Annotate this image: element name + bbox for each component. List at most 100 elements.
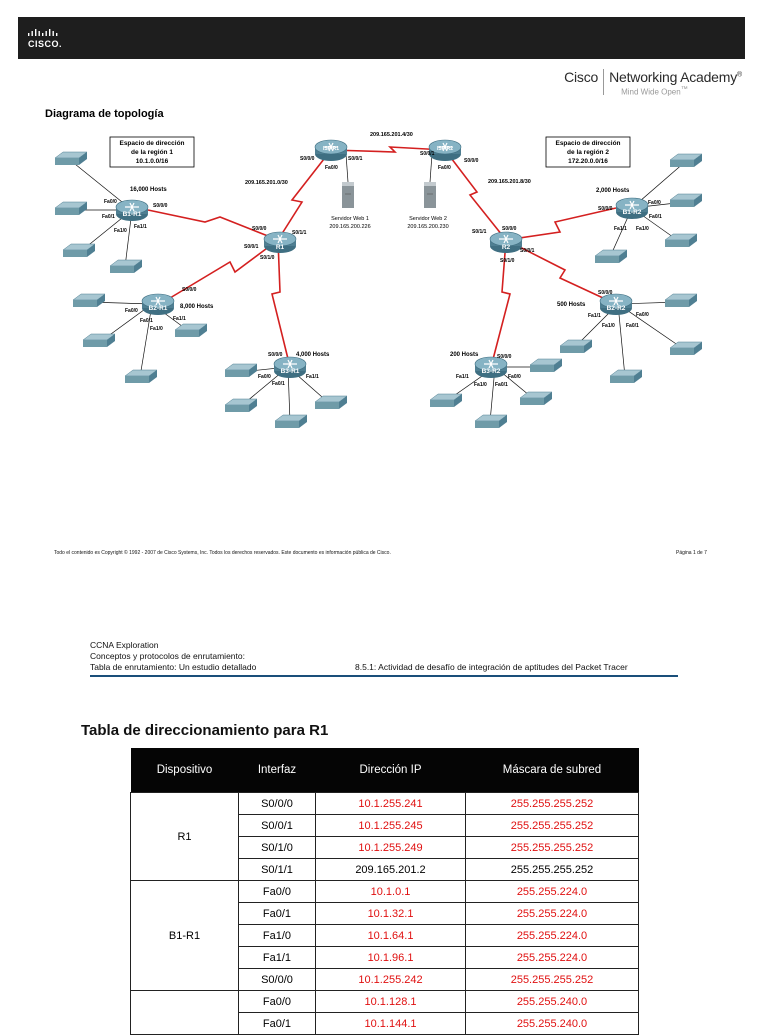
if-label: Fa1/0 — [150, 326, 163, 332]
brand-networking-academy: Networking Academy — [609, 69, 738, 85]
label-ispr1: ISP-R1 — [323, 146, 339, 152]
region1-line1: Espacio de dirección — [119, 140, 184, 147]
server-web2-icon — [423, 181, 437, 209]
label-b2r2: B2-R2 — [607, 305, 626, 312]
if-label: Fa0/0 — [648, 200, 661, 206]
if-label: S0/1/1 — [292, 230, 307, 236]
link-ispr1-ispr2 — [330, 146, 446, 153]
if-label: S0/0/0 — [497, 354, 512, 360]
hosts-b2r1: 8,000 Hosts — [180, 304, 214, 310]
server-web2-ip: 209.165.200.230 — [407, 224, 448, 230]
switch-icon — [429, 393, 463, 408]
link-b1r1-r1 — [147, 209, 279, 241]
if-label: Fa1/1 — [588, 313, 601, 319]
switch-icon — [594, 249, 628, 264]
table-row: S0/0/0 10.1.255.242 255.255.255.252 — [131, 968, 639, 991]
switch-icon — [224, 398, 258, 413]
server-web1-ip: 209.165.200.226 — [329, 224, 370, 230]
col-mask: Máscara de subred — [465, 748, 639, 793]
iface-cell: S0/1/1 — [238, 858, 316, 881]
region1-line2: de la región 1 — [131, 149, 173, 156]
brand-cisco: Cisco — [564, 69, 599, 85]
iface-cell: S0/0/1 — [238, 814, 316, 837]
brand-tagline: Mind Wide Open — [621, 87, 681, 97]
link-r2-b1r2 — [505, 207, 617, 241]
table-row: B1-R1 Fa0/0 10.1.0.1 255.255.224.0 — [130, 880, 639, 991]
if-label: S0/0/1 — [520, 248, 535, 254]
brand-trademark: ™ — [680, 86, 688, 93]
mask-cell: 255.255.255.252 — [465, 836, 639, 859]
col-interface: Interfaz — [238, 748, 316, 793]
if-label: Fa0/0 — [125, 308, 138, 314]
if-label: S0/0/1 — [244, 244, 259, 250]
page-header: CCNA Exploration Conceptos y protocolos … — [90, 640, 256, 673]
iface-cell: Fa0/1 — [238, 902, 316, 925]
topology-title: Diagrama de topología — [45, 108, 164, 120]
ip-cell: 10.1.128.1 — [315, 990, 466, 1013]
if-label: S0/0/0 — [182, 287, 197, 293]
switch-icon — [669, 193, 703, 208]
ip-cell: 10.1.64.1 — [315, 924, 466, 947]
switch-icon — [72, 293, 106, 308]
switch-icon — [559, 339, 593, 354]
region2-line1: Espacio de dirección — [555, 140, 620, 147]
cisco-logo-icon: CISCO. — [28, 29, 62, 49]
table-row: Fa1/1 10.1.96.1 255.255.224.0 — [131, 946, 639, 969]
label-b3r1: B3-R1 — [281, 368, 300, 375]
mask-cell: 255.255.224.0 — [465, 902, 639, 925]
mask-cell: 255.255.224.0 — [465, 946, 639, 969]
label-b1r2: B1-R2 — [623, 209, 642, 216]
region1-line3: 10.1.0.0/16 — [136, 158, 169, 165]
page-number: Página 1 de 7 — [676, 550, 707, 556]
switch-icon — [664, 233, 698, 248]
ip-cell: 209.165.201.2 — [315, 858, 466, 881]
iface-cell: S0/0/0 — [238, 968, 316, 991]
mask-cell: 255.255.255.252 — [465, 968, 639, 991]
server-web2-name: Servidor Web 2 — [409, 216, 447, 222]
region2-line2: de la región 2 — [567, 149, 609, 156]
mask-cell: 255.255.255.252 — [465, 814, 639, 837]
if-label: Fa0/1 — [649, 214, 662, 220]
switch-icon — [529, 358, 563, 373]
switch-icon — [664, 293, 698, 308]
server-web1-icon — [341, 181, 355, 209]
topology-diagram: Espacio de dirección de la región 1 10.1… — [54, 132, 703, 429]
if-label: Fa1/0 — [114, 228, 127, 234]
if-label: S0/0/0 — [464, 158, 479, 164]
if-label: Fa0/0 — [508, 374, 521, 380]
switch-icon — [224, 363, 258, 378]
net-ispr1-ispr2: 209.165.201.4/30 — [370, 132, 413, 138]
if-label: Fa1/0 — [602, 323, 615, 329]
serial-links — [147, 146, 617, 368]
cisco-header-bar: CISCO. — [18, 17, 745, 59]
if-label: S0/1/1 — [472, 229, 487, 235]
device-cell: B1-R1 — [130, 880, 239, 991]
if-label: S0/0/0 — [300, 156, 315, 162]
label-ispr2: ISP-R2 — [437, 146, 453, 152]
link-r2-b3r2 — [490, 239, 511, 368]
if-label: Fa1/1 — [306, 374, 319, 380]
switch-icon — [82, 333, 116, 348]
if-label: Fa1/1 — [173, 316, 186, 322]
server-web1-name: Servidor Web 1 — [331, 216, 369, 222]
switch-icon — [519, 391, 553, 406]
hosts-b3r2: 200 Hosts — [450, 352, 479, 358]
if-label: Fa1/1 — [614, 226, 627, 232]
net-ispr2-r2: 209.165.201.8/30 — [488, 179, 531, 185]
mask-cell: 255.255.224.0 — [465, 924, 639, 947]
device-cell: R1 — [130, 792, 239, 881]
if-label: S0/1/0 — [260, 255, 275, 261]
switch-icon — [109, 259, 143, 274]
link-ispr2-r2 — [444, 149, 507, 241]
table-row: S0/1/0 10.1.255.249 255.255.255.252 — [131, 836, 639, 859]
header-course: CCNA Exploration — [90, 640, 159, 650]
link-r1-ispr1 — [277, 149, 332, 241]
if-label: S0/0/0 — [598, 206, 613, 212]
table-row: Fa0/0 10.1.128.1 255.255.240.0 — [130, 990, 639, 1035]
if-label: Fa1/0 — [636, 226, 649, 232]
interface-labels: S0/0/0 S0/0/1 Fa0/0 S0/0/1 S0/0/0 Fa0/0 … — [102, 151, 662, 388]
mask-cell: 255.255.255.252 — [465, 858, 639, 881]
switch-icon — [174, 323, 208, 338]
switch-icon — [474, 414, 508, 429]
switch-icon — [62, 243, 96, 258]
